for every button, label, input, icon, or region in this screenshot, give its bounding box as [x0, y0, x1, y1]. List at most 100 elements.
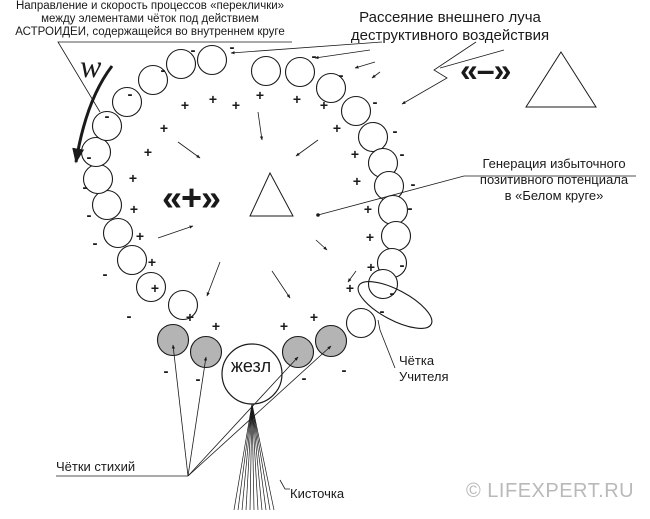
- bead: [250, 55, 282, 87]
- generation-caption: Генерация избыточного позитивного потенц…: [470, 156, 638, 204]
- positive-symbol: «+»: [162, 177, 221, 218]
- plus-sign: +: [366, 229, 374, 245]
- angular-velocity-symbol: w: [80, 48, 102, 84]
- bead: [196, 44, 228, 76]
- plus-sign: +: [232, 97, 240, 113]
- minus-sign: -: [230, 39, 235, 56]
- bead: [111, 86, 143, 118]
- scatter-caption-line-2: деструктивного воздействия: [350, 27, 550, 44]
- tassel-thread: [245, 403, 253, 511]
- minus-sign: -: [342, 362, 347, 379]
- scatter-ray: [354, 61, 376, 69]
- elements-leader: [187, 356, 208, 477]
- plus-sign: +: [256, 87, 264, 103]
- scatter-caption-line-1: Рассеяние внешнего луча: [359, 9, 541, 26]
- elements-leader: [187, 345, 332, 477]
- copyright-watermark: © LIFEXPERT.RU: [466, 480, 635, 502]
- plus-sign: +: [151, 280, 159, 296]
- minus-sign: -: [380, 303, 385, 320]
- tassel-caption: Кисточка: [290, 486, 345, 501]
- bead: [167, 289, 199, 321]
- element-bead: [281, 335, 315, 369]
- teacher-leader: [377, 319, 396, 369]
- minus-sign: -: [127, 308, 132, 325]
- tassel-thread: [249, 403, 253, 511]
- teacher-bead-ellipse: [357, 281, 433, 329]
- minus-sign: -: [400, 257, 405, 274]
- minus-sign: -: [339, 67, 344, 84]
- plus-sign: +: [148, 254, 156, 270]
- plus-sign: +: [160, 120, 168, 136]
- bead: [357, 121, 389, 153]
- elements-leader: [187, 356, 299, 477]
- teacher-caption-line-1: Чётка: [399, 353, 435, 368]
- incoming-ray: [401, 41, 477, 105]
- generation-caption-line-1: Генерация избыточного: [482, 156, 626, 171]
- bead: [91, 110, 123, 142]
- minus-sign: -: [408, 200, 413, 217]
- tassel-thread: [251, 403, 255, 511]
- bead: [340, 95, 372, 127]
- tassel-thread: [251, 403, 275, 511]
- element-bead: [314, 324, 348, 358]
- minus-sign: -: [191, 42, 196, 59]
- minus-sign: -: [83, 179, 88, 196]
- plus-sign: +: [293, 91, 301, 107]
- polarity-signs: -------------------------+++++++++++++++…: [83, 39, 416, 388]
- tassel-thread: [237, 403, 253, 511]
- minus-sign: -: [411, 176, 416, 193]
- inner-arrow: [206, 261, 221, 297]
- pointer-lines: [56, 41, 636, 511]
- inner-arrow: [257, 111, 264, 141]
- plus-sign: +: [351, 146, 359, 162]
- rod-label: жезл: [230, 356, 272, 376]
- plus-sign: +: [130, 201, 138, 217]
- inner-arrow: [295, 139, 319, 157]
- plus-sign: +: [181, 97, 189, 113]
- minus-sign: -: [128, 86, 133, 103]
- minus-sign: -: [312, 48, 317, 65]
- inner-arrow: [157, 225, 194, 239]
- plus-sign: +: [310, 309, 318, 325]
- inner-arrow: [177, 141, 201, 159]
- minus-sign: -: [87, 149, 92, 166]
- direction-caption-line-3: АСТРОИДЕИ, содержащейся во внутреннем кр…: [15, 26, 285, 38]
- plus-sign: +: [353, 173, 361, 189]
- tassel-thread: [241, 403, 253, 511]
- tassel-thread: [251, 403, 271, 511]
- bead: [284, 56, 316, 88]
- teacher-caption-line-2: Учителя: [399, 369, 449, 384]
- tassel-thread: [251, 403, 263, 511]
- bead: [135, 271, 167, 303]
- tassel-thread: [251, 403, 259, 511]
- bead: [315, 72, 347, 104]
- plus-sign: +: [346, 280, 354, 296]
- plus-sign: +: [136, 228, 144, 244]
- minus-sign: -: [373, 94, 378, 111]
- plus-sign: +: [333, 120, 341, 136]
- inner-arrow: [347, 270, 357, 283]
- elements-leader: [171, 344, 189, 477]
- negative-triangle: [525, 51, 597, 108]
- bead: [116, 244, 148, 276]
- generation-caption-line-2: позитивного потенциала: [479, 172, 629, 187]
- plus-sign: +: [367, 259, 375, 275]
- generation-leader: [317, 175, 636, 216]
- rosary-beads: [80, 44, 597, 405]
- plus-sign: +: [209, 91, 217, 107]
- scatter-ray: [371, 71, 381, 79]
- minus-sign: -: [302, 370, 307, 387]
- scatter-ray: [230, 41, 383, 55]
- direction-caption: Направление и скорость процессов «перекл…: [0, 0, 300, 39]
- minus-sign: -: [196, 371, 201, 388]
- positive-triangle: [249, 171, 294, 217]
- minus-sign: -: [105, 108, 110, 125]
- scatter-ray: [314, 49, 371, 60]
- plus-sign: +: [364, 201, 372, 217]
- bead: [165, 48, 197, 80]
- bead: [377, 194, 409, 226]
- plus-sign: +: [186, 309, 194, 325]
- bead: [91, 189, 123, 221]
- element-beads-caption: Чётки стихий: [56, 459, 136, 474]
- minus-sign: -: [400, 146, 405, 163]
